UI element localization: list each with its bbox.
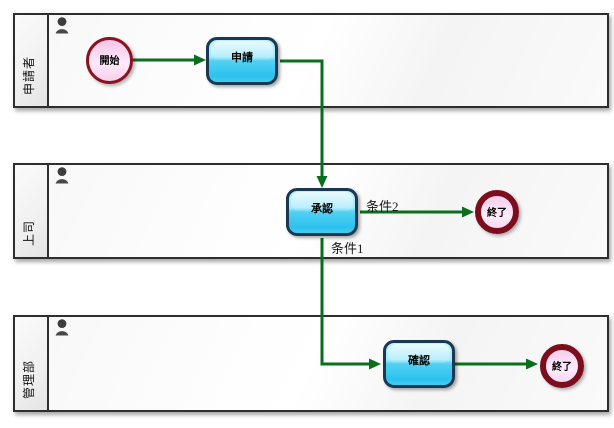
- lane-applicant-title-strip: 申請者: [15, 15, 49, 106]
- lane-admin-title-strip: 管理部: [15, 317, 49, 410]
- end-event-admin-label: 終了: [552, 361, 572, 373]
- start-event-label: 開始: [99, 55, 120, 67]
- lane-boss-title-strip: 上司: [15, 165, 49, 257]
- task-approve-label: 承認: [311, 203, 333, 215]
- edge-label-condition1[interactable]: 条件1: [331, 241, 364, 256]
- edge-label-condition2[interactable]: 条件2: [366, 199, 399, 214]
- end-event-admin[interactable]: 終了: [540, 344, 584, 388]
- lane-applicant-label: 申請者: [22, 55, 36, 95]
- lane-admin[interactable]: 管理部: [13, 315, 609, 412]
- person-icon: [55, 167, 69, 184]
- lane-admin-label: 管理部: [22, 359, 36, 399]
- task-confirm-label: 確認: [408, 355, 430, 367]
- start-event[interactable]: 開始: [86, 37, 133, 84]
- end-event-boss-label: 終了: [487, 207, 507, 219]
- task-confirm[interactable]: 確認: [383, 340, 455, 388]
- task-apply-label: 申請: [231, 52, 253, 64]
- lane-boss-label: 上司: [22, 219, 36, 246]
- person-icon: [55, 319, 69, 336]
- person-icon: [55, 17, 69, 34]
- task-apply[interactable]: 申請: [206, 37, 278, 85]
- task-approve[interactable]: 承認: [286, 188, 358, 236]
- end-event-boss[interactable]: 終了: [475, 190, 519, 234]
